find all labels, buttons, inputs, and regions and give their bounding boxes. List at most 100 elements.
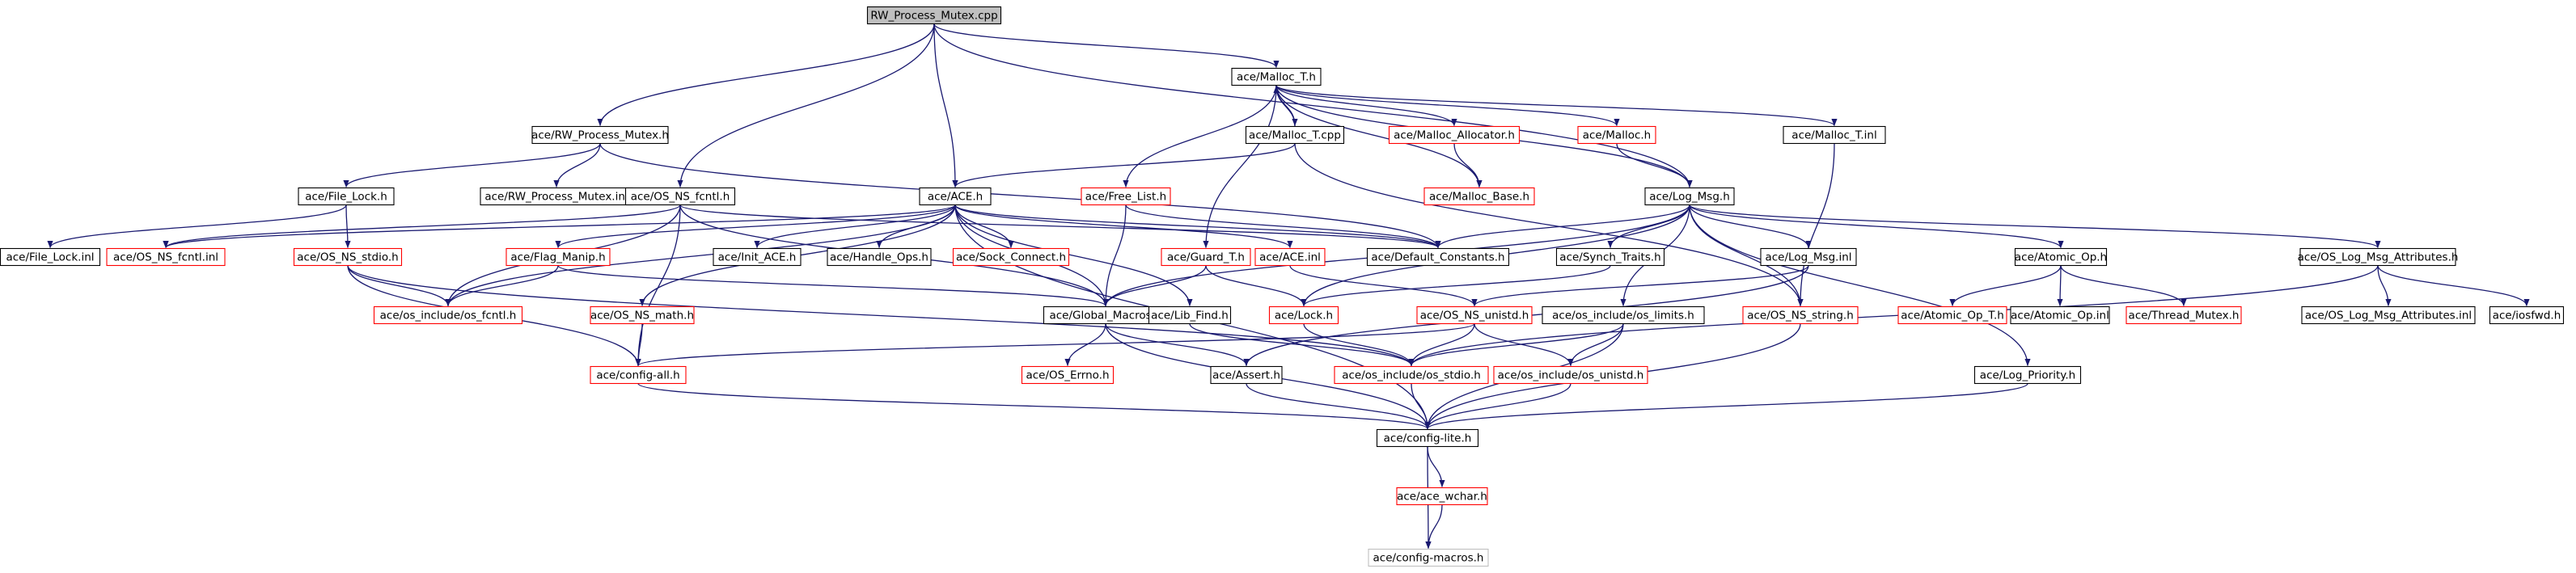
node-config-lite[interactable]: ace/config-lite.h [1376,428,1479,448]
edge-flag_manip-to-os_include_fcntl [445,265,559,306]
edge-atomic_op_h-to-atomic_op_t [1949,265,2062,306]
node-log-msg-inl[interactable]: ace/Log_Msg.inl [1760,247,1857,267]
node-label: ace/Malloc_T.inl [1791,129,1876,142]
node-assert-h[interactable]: ace/Assert.h [1210,365,1283,385]
node-label: ace/OS_Errno.h [1026,369,1109,382]
edge-rw_pm_h-to-default_constants [599,143,1441,248]
node-malloc-alloc: ace/Malloc_Allocator.h [1388,125,1521,145]
node-rw-pm-inl[interactable]: ace/RW_Process_Mutex.inl [480,187,633,206]
node-box [1254,247,1326,267]
node-label: ace/OS_NS_fcntl.h [631,191,730,204]
node-box [2010,305,2110,325]
node-global-macros[interactable]: ace/Global_Macros.h [1043,305,1169,325]
node-box [1368,548,1489,567]
node-rw-pm-h[interactable]: ace/RW_Process_Mutex.h [531,125,669,145]
node-thread-mutex: ace/Thread_Mutex.h [2126,305,2242,325]
node-atomic-op-inl[interactable]: ace/Atomic_Op.inl [2010,305,2110,325]
node-ace-h[interactable]: ace/ACE.h [919,187,992,206]
edge-malloc_h-to-log_msg_h [1616,143,1693,187]
node-label: ace/Malloc_T.h [1237,71,1316,84]
node-os-ns-string: ace/OS_NS_string.h [1742,305,1859,325]
node-root[interactable]: RW_Process_Mutex.cpp [866,6,1002,25]
node-label: ace/ACE.inl [1259,251,1321,264]
node-log-msg-h[interactable]: ace/Log_Msg.h [1644,187,1735,206]
edge-rw_pm_h-to-rw_pm_inl [553,143,601,187]
node-box [713,247,802,267]
node-label: ace/OS_Log_Msg_Attributes.h [2298,251,2459,264]
node-config-macros: ace/config-macros.h [1368,548,1489,567]
node-os-ns-unistd: ace/OS_NS_unistd.h [1416,305,1533,325]
edge-malloc_t_h-to-malloc_t_cpp [1275,85,1298,126]
node-label: ace/OS_NS_stdio.h [297,251,398,264]
node-box [1021,365,1115,385]
edge-os_log_msg_attr-to-iosfwd [2377,265,2530,306]
node-log-priority[interactable]: ace/Log_Priority.h [1973,365,2082,385]
node-box [2014,247,2108,267]
node-box [1555,247,1665,267]
node-os-log-msg-attr-inl[interactable]: ace/OS_Log_Msg_Attributes.inl [2301,305,2476,325]
node-file-lock-inl[interactable]: ace/File_Lock.inl [0,247,101,267]
node-label: ace/Atomic_Op_T.h [1901,310,2004,322]
node-box [1268,305,1339,325]
node-label: ace/RW_Process_Mutex.h [531,129,669,142]
node-label: ace/iosfwd.h [2493,310,2561,322]
edge-log_priority-to-config_lite [1424,382,2028,430]
node-sock-connect: ace/Sock_Connect.h [952,247,1070,267]
node-os-ns-fcntl-h[interactable]: ace/OS_NS_fcntl.h [624,187,736,206]
node-label: ace/Malloc.h [1583,129,1652,142]
node-box [0,247,101,267]
node-box [1081,187,1171,206]
node-box [827,247,932,267]
node-label: ace/OS_NS_fcntl.inl [113,251,218,264]
node-label: ace/OS_NS_math.h [590,310,694,322]
edge-os_ns_unistd-to-config_all [635,322,1475,367]
node-flag-manip: ace/Flag_Manip.h [505,247,611,267]
node-label: RW_Process_Mutex.cpp [870,10,997,23]
edge-log_msg_h-to-os_ns_string [1689,204,1804,306]
node-box [1161,247,1251,267]
node-box [2126,305,2242,325]
edge-os_ns_fcntl_h-to-config_all [635,204,681,366]
node-box [2299,247,2456,267]
node-malloc-t-h[interactable]: ace/Malloc_T.h [1231,67,1322,86]
node-os-log-msg-attr[interactable]: ace/OS_Log_Msg_Attributes.h [2298,247,2459,267]
node-os-ns-stdio: ace/OS_NS_stdio.h [293,247,403,267]
node-box [1742,305,1859,325]
node-label: ace/Log_Msg.inl [1765,251,1851,264]
edge-ace_h-to-lib_find [954,204,1193,306]
node-malloc-t-cpp[interactable]: ace/Malloc_T.cpp [1245,125,1345,145]
node-file-lock-h[interactable]: ace/File_Lock.h [298,187,395,206]
node-box [1423,187,1535,206]
node-label: ace/os_include/os_fcntl.h [380,310,517,322]
edge-config_all-to-config_lite [637,382,1431,430]
node-init-ace[interactable]: ace/Init_ACE.h [713,247,802,267]
edge-os_ns_stdio-to-os_include_fcntl [347,265,451,306]
node-iosfwd[interactable]: ace/iosfwd.h [2489,305,2565,325]
node-label: ace/Atomic_Op.h [2015,251,2107,264]
node-label: ace/Free_List.h [1085,191,1166,204]
node-label: ace/Thread_Mutex.h [2129,310,2240,322]
edge-root-to-rw_pm_h [597,23,935,126]
node-atomic-op-h[interactable]: ace/Atomic_Op.h [2014,247,2108,267]
node-synch-traits[interactable]: ace/Synch_Traits.h [1555,247,1665,267]
node-box [1366,247,1510,267]
node-os-include-stdio: ace/os_include/os_stdio.h [1334,365,1489,385]
edge-malloc_t_h-to-free_list [1123,85,1277,187]
edge-malloc_t_h-to-malloc_t_inl [1275,84,1838,127]
edge-free_list-to-global_macros [1102,204,1127,306]
node-default-constants[interactable]: ace/Default_Constants.h [1366,247,1510,267]
node-malloc-t-inl[interactable]: ace/Malloc_T.inl [1783,125,1886,145]
node-layer: RW_Process_Mutex.cpp ace/Malloc_T.h ace/RW… [0,6,2565,567]
node-atomic-op-t: ace/Atomic_Op_T.h [1897,305,2007,325]
edge-config_lite-to-ace_wchar [1427,446,1445,487]
node-box [106,247,226,267]
node-os-include-limits[interactable]: ace/os_include/os_limits.h [1542,305,1705,325]
node-lib-find[interactable]: ace/Lib_Find.h [1148,305,1232,325]
node-label: ace/Log_Priority.h [1980,369,2075,382]
node-handle-ops[interactable]: ace/Handle_Ops.h [827,247,932,267]
edge-malloc_alloc-to-malloc_base [1453,143,1483,187]
edge-log_msg_h-to-default_constants [1435,204,1690,248]
edge-os_log_msg_attr-to-os_include_stdio [1408,265,2379,366]
node-box [1783,125,1886,145]
